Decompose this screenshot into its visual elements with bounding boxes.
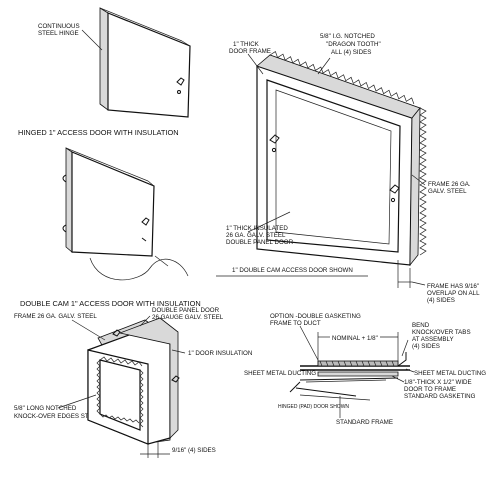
notched-bottom-label-2: KNOCK-OVER EDGES STANDARD. [14,413,116,420]
bend-tabs-label-3: AT ASSEMBLY [412,336,454,343]
open-door-drawing [62,147,189,281]
double-panel-label-1: DOUBLE PANEL DOOR [152,307,220,314]
notched-label-2: "DRAGON TOOTH" [326,41,381,48]
continuous-hinge-label-2: STEEL HINGE [38,30,79,37]
door-frame-label-1: 1" THICK [233,41,260,48]
duct-right-label: SHEET METAL DUCTING [414,370,486,377]
option-gasket-label-2: FRAME TO DUCT [270,320,321,327]
bend-tabs-label-4: (4) SIDES [412,343,440,350]
sides-dim-label: 9/16" (4) SIDES [172,447,216,454]
gasket-note-label-1: 1/8"-THICK X 1/2" WIDE [404,379,472,386]
bend-tabs-label-2: KNOCK/OVER TABS [412,329,471,336]
double-cam-door-drawing [216,51,427,288]
continuous-hinge-label-1: CONTINUOUS [38,23,80,30]
hinged-door-title: HINGED 1" ACCESS DOOR WITH INSULATION [18,128,179,137]
double-cam-title: DOUBLE CAM 1" ACCESS DOOR WITH INSULATIO… [20,299,201,308]
overlap-label-2: OVERLAP ON ALL [427,290,480,297]
section-detail-drawing [289,325,415,418]
nominal-label: NOMINAL + 1/8" [332,335,378,342]
gasket-note-label-3: STANDARD GASKETING [404,393,476,400]
hinged-door-drawing [81,7,191,118]
overlap-label-1: FRAME HAS 9/16" [427,283,479,290]
bend-tabs-label-1: BEND [412,322,430,329]
double-cam-bottom-drawing [57,315,186,458]
door-insulation-label: 1" DOOR INSULATION [188,350,252,357]
insulated-door-label-2: 26 GA. GALV. STEEL [226,232,286,239]
insulated-door-label-1: 1" THICK INSULATED [226,225,288,232]
door-frame-label-2: DOOR FRAME [229,48,271,55]
overlap-label-3: (4) SIDES [427,297,455,304]
notched-label-1: 5/8" I.G. NOTCHED [320,33,375,40]
duct-left-label: SHEET METAL DUCTING [244,370,316,377]
double-cam-shown-label: 1" DOUBLE CAM ACCESS DOOR SHOWN [232,267,353,274]
notched-bottom-label-1: 5/8" LONG NOTCHED [14,405,77,412]
standard-frame-label: STANDARD FRAME [336,419,393,426]
notched-label-3: ALL (4) SIDES [331,49,371,56]
option-gasket-label-1: OPTION -DOUBLE GASKETING [270,313,361,320]
frame-right-label-1: FRAME 26 GA. [428,181,471,188]
insulated-door-label-3: DOUBLE PANEL DOOR [226,239,294,246]
hinged-pad-label: HINGED (PAD) DOOR SHOWN [278,404,349,410]
double-panel-label-2: 26 GAUGE GALV. STEEL [152,314,224,321]
gasket-note-label-2: DOOR TO FRAME [404,386,456,393]
frame-bottom-left-label: FRAME 26 GA. GALV. STEEL [14,313,97,320]
frame-right-label-2: GALV. STEEL [428,188,467,195]
